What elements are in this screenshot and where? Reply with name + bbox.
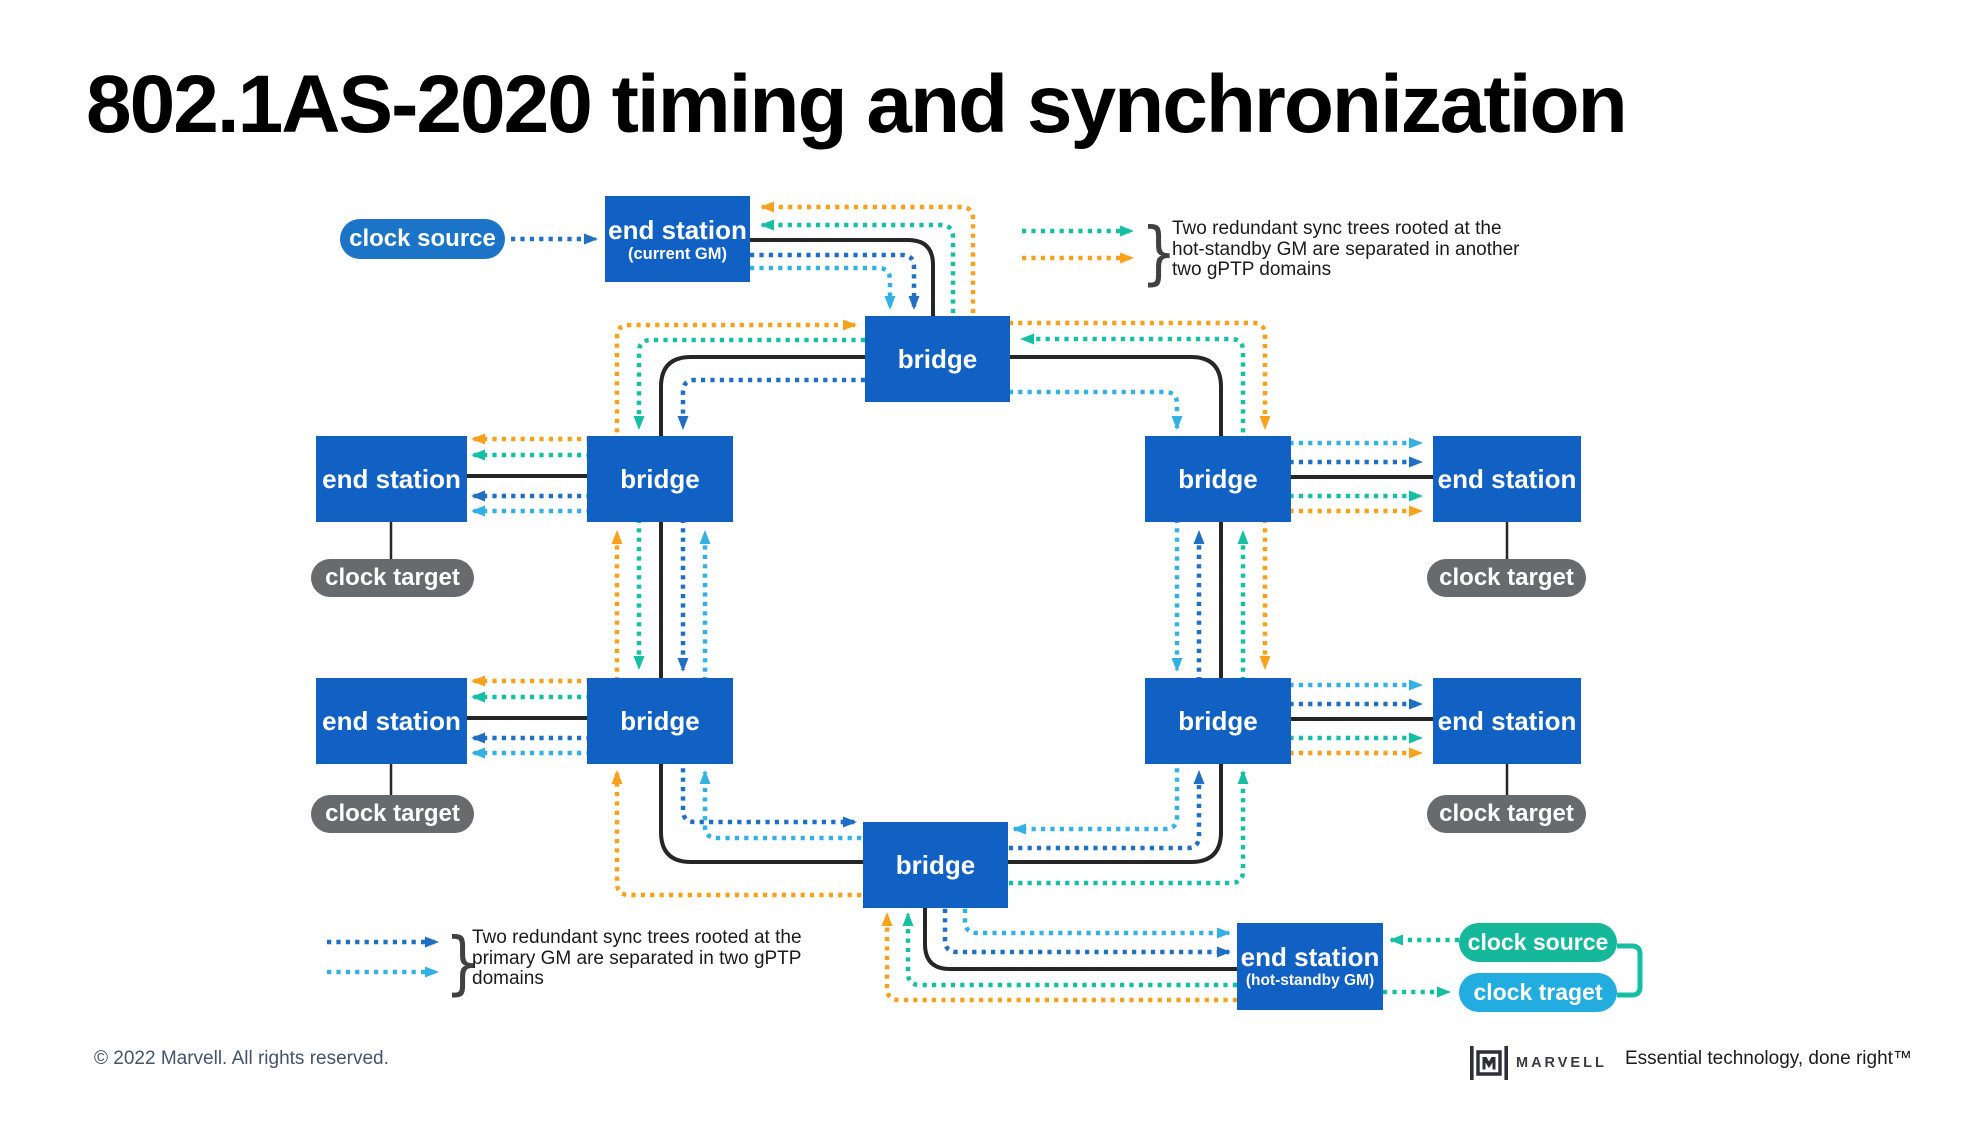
clock-traget-hs-label: clock traget	[1473, 979, 1603, 1005]
page-title: 802.1AS-2020 timing and synchronization	[86, 59, 1628, 150]
marvell-wordmark: MARVELL	[1516, 1055, 1607, 1071]
end-station-hot-standby-sublabel: (hot-standby GM)	[1245, 972, 1375, 989]
bridge-lower-left: bridge	[587, 678, 733, 764]
legend-primary-text: Two redundant sync trees rooted at the p…	[472, 927, 832, 990]
clock-target-label: clock target	[325, 800, 460, 827]
marvell-logo-icon	[1470, 1046, 1508, 1080]
clock-source-left-label: clock source	[349, 225, 496, 252]
legend-line: primary GM are separated in two gPTP	[472, 947, 802, 969]
bridge-lower-right: bridge	[1145, 678, 1291, 764]
legend-primary-brace: }	[445, 924, 481, 1004]
copyright-text: © 2022 Marvell. All rights reserved.	[94, 1048, 389, 1069]
legend-hot-standby-text: Two redundant sync trees rooted at the h…	[1172, 218, 1552, 281]
end-station-label: end station	[322, 706, 461, 736]
bridge-upper-right: bridge	[1145, 436, 1291, 522]
legend-line: hot-standby GM are separated in another	[1172, 238, 1520, 260]
bridge-bottom: bridge	[863, 822, 1008, 908]
cyan-sync-tree	[327, 265, 1423, 978]
clock-source-hs-label: clock source	[1467, 929, 1609, 955]
bridge-label: bridge	[620, 464, 700, 494]
clock-target-label: clock target	[1439, 564, 1574, 591]
legend-hot-standby-brace: }	[1141, 214, 1177, 294]
bridge-top: bridge	[865, 316, 1010, 402]
end-station-label: end station	[1437, 464, 1577, 494]
clock-target-lower-left-pill: clock target	[311, 795, 474, 833]
bridge-upper-left: bridge	[587, 436, 733, 522]
end-station-label: end station	[322, 464, 461, 494]
end-station-lower-right: end station	[1433, 678, 1581, 764]
end-station-current-gm-sublabel: (current GM)	[628, 244, 727, 263]
clock-source-hs-pill: clock source	[1459, 923, 1617, 962]
end-station-current-gm: end station (current GM)	[605, 196, 750, 282]
clock-target-upper-right-pill: clock target	[1427, 559, 1586, 597]
clock-target-label: clock target	[1439, 800, 1574, 827]
end-station-current-gm-label: end station	[608, 214, 747, 245]
legend-line: two gPTP domains	[1172, 259, 1332, 280]
end-station-lower-left: end station	[316, 678, 467, 764]
bridge-label: bridge	[620, 706, 700, 736]
clock-source-left-pill: clock source	[340, 219, 505, 259]
end-station-upper-left: end station	[316, 436, 467, 522]
clock-traget-hs-pill: clock traget	[1459, 973, 1617, 1012]
bridge-label: bridge	[895, 850, 976, 880]
teal-sync-tree	[471, 219, 1643, 998]
end-station-upper-right: end station	[1433, 436, 1581, 522]
bridge-label: bridge	[897, 344, 978, 374]
clock-pills-bracket	[1617, 943, 1643, 998]
brand-tagline: Essential technology, done right™	[1625, 1048, 1912, 1069]
end-station-hot-standby-label: end station	[1240, 942, 1380, 972]
bridge-label: bridge	[1178, 464, 1258, 494]
end-station-hot-standby-gm: end station (hot-standby GM)	[1237, 923, 1383, 1010]
clock-target-lower-right-pill: clock target	[1427, 795, 1586, 833]
clock-target-upper-left-pill: clock target	[311, 559, 474, 597]
legend-line: Two redundant sync trees rooted at the	[1172, 218, 1502, 239]
clock-target-label: clock target	[325, 564, 460, 591]
bridge-label: bridge	[1178, 706, 1258, 736]
legend-line: domains	[472, 968, 544, 989]
legend-line: Two redundant sync trees rooted at the	[472, 927, 802, 948]
end-station-label: end station	[1437, 706, 1577, 736]
orange-sync-tree	[471, 201, 1423, 1003]
darkblue-sync-tree	[327, 233, 1423, 958]
marvell-logo-lockup: MARVELL	[1468, 1042, 1607, 1084]
